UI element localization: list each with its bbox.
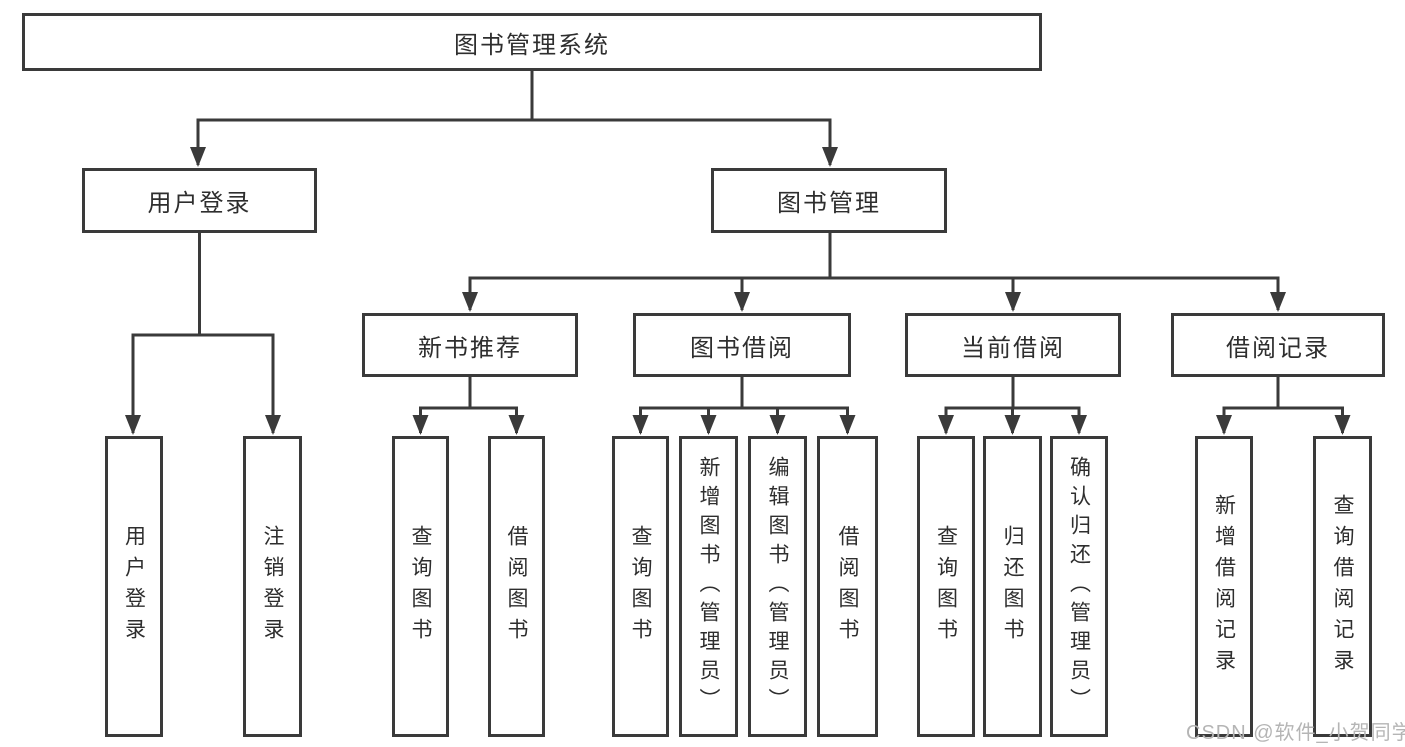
connector-records-split (1216, 377, 1351, 435)
leaf-borrow-query-book: 查询图书 (612, 436, 669, 737)
node-new-book-recommend: 新书推荐 (362, 313, 578, 377)
leaf-borrow-add-book-admin: 新增图书（管理员） (679, 436, 738, 737)
node-user-login: 用户登录 (82, 168, 317, 233)
connector-login-split (125, 233, 281, 435)
leaf-records-add-record: 新增借阅记录 (1195, 436, 1253, 737)
leaf-borrow-edit-book-admin: 编辑图书（管理员） (748, 436, 807, 737)
leaf-recommend-query-book: 查询图书 (392, 436, 449, 737)
node-book-borrow: 图书借阅 (633, 313, 851, 377)
leaf-records-query-record: 查询借阅记录 (1313, 436, 1372, 737)
node-current-borrow: 当前借阅 (905, 313, 1121, 377)
connector-recommend-split (412, 377, 525, 435)
connector-root-split (190, 71, 838, 167)
leaf-recommend-borrow-book: 借阅图书 (488, 436, 545, 737)
leaf-logout: 注销登录 (243, 436, 302, 737)
leaf-borrow-borrow-book: 借阅图书 (817, 436, 878, 737)
connector-current-split (938, 377, 1087, 435)
node-book-management: 图书管理 (711, 168, 947, 233)
node-borrow-records: 借阅记录 (1171, 313, 1385, 377)
csdn-watermark: CSDN @软件_小贺同学 (1186, 722, 1405, 744)
connector-management-split (462, 233, 1286, 312)
leaf-current-query-book: 查询图书 (917, 436, 975, 737)
leaf-current-return-book: 归还图书 (983, 436, 1042, 737)
node-library-system: 图书管理系统 (22, 13, 1042, 71)
leaf-current-confirm-return-admin: 确认归还（管理员） (1050, 436, 1108, 737)
leaf-user-login: 用户登录 (105, 436, 163, 737)
connector-borrow-split (632, 377, 856, 435)
